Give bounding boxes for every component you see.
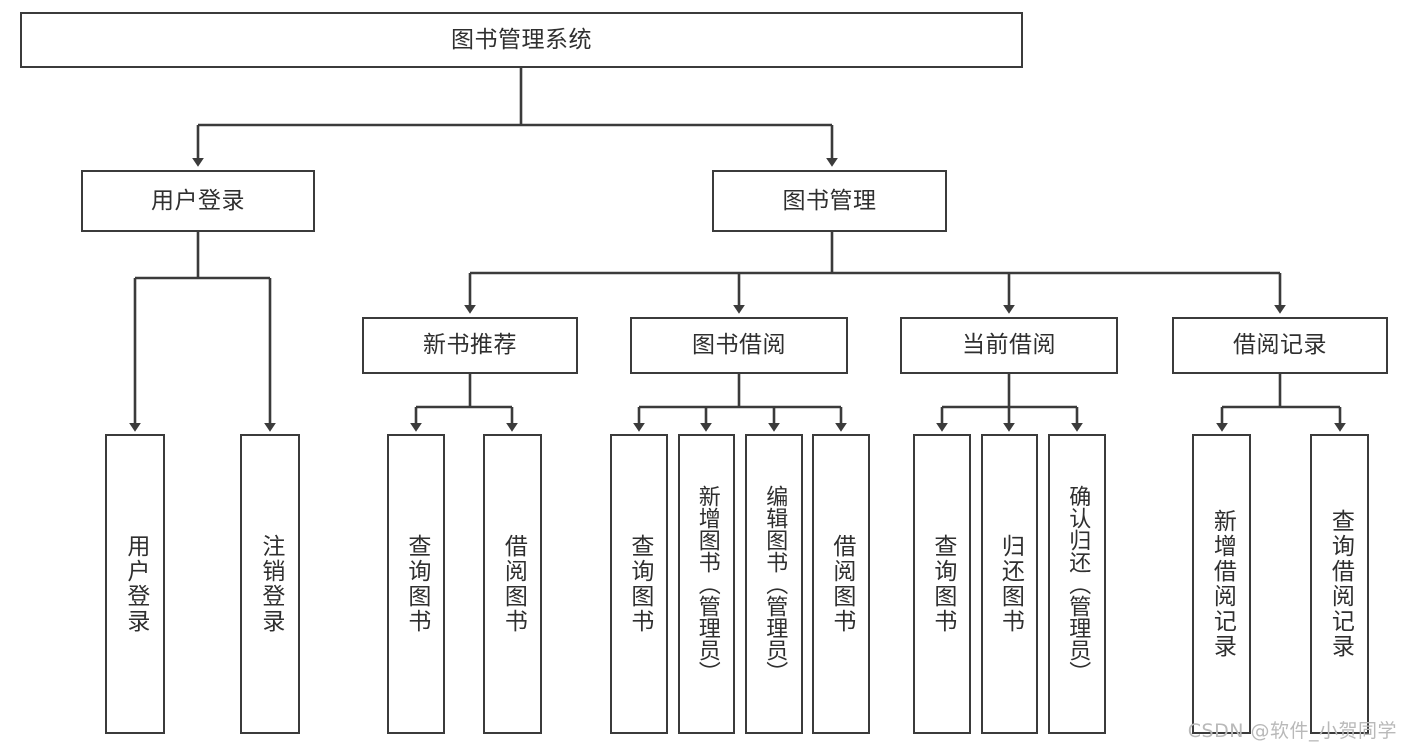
leaf-borrow-borrow-book[interactable]: 借阅图书 <box>812 434 870 734</box>
node-label: 查询借阅记录 <box>1327 509 1354 659</box>
node-current-borrow[interactable]: 当前借阅 <box>900 317 1118 374</box>
leaf-current-return-book[interactable]: 归还图书 <box>981 434 1038 734</box>
node-label: 图书管理系统 <box>451 26 592 53</box>
node-label: 图书借阅 <box>692 332 786 358</box>
node-book-borrow[interactable]: 图书借阅 <box>630 317 848 374</box>
node-label: 新增借阅记录 <box>1209 509 1236 659</box>
node-label: 用户登录 <box>151 187 245 214</box>
leaf-records-add-record[interactable]: 新增借阅记录 <box>1192 434 1251 734</box>
node-label: 借阅记录 <box>1233 332 1327 358</box>
node-label: 查询图书 <box>626 534 653 634</box>
leaf-borrow-add-book-admin[interactable]: 新增图书（管理员） <box>678 434 735 734</box>
leaf-recommend-borrow-book[interactable]: 借阅图书 <box>483 434 542 734</box>
node-root-system[interactable]: 图书管理系统 <box>20 12 1023 68</box>
node-label: 图书管理 <box>782 187 877 214</box>
leaf-user-login-login[interactable]: 用户登录 <box>105 434 165 734</box>
leaf-borrow-query-book[interactable]: 查询图书 <box>610 434 668 734</box>
leaf-current-query-book[interactable]: 查询图书 <box>913 434 971 734</box>
node-label: 确认归还（管理员） <box>1065 485 1091 683</box>
node-user-login[interactable]: 用户登录 <box>81 170 315 232</box>
node-borrow-records[interactable]: 借阅记录 <box>1172 317 1388 374</box>
leaf-borrow-edit-book-admin[interactable]: 编辑图书（管理员） <box>745 434 803 734</box>
node-label: 查询图书 <box>403 534 430 634</box>
node-label: 查询图书 <box>929 534 956 634</box>
leaf-recommend-query-book[interactable]: 查询图书 <box>387 434 445 734</box>
node-book-management[interactable]: 图书管理 <box>712 170 947 232</box>
leaf-current-confirm-return-admin[interactable]: 确认归还（管理员） <box>1048 434 1106 734</box>
watermark-text: CSDN @软件_小贺同学 <box>1187 720 1397 742</box>
node-label: 编辑图书（管理员） <box>762 485 788 683</box>
leaf-records-query-record[interactable]: 查询借阅记录 <box>1310 434 1369 734</box>
node-label: 新增图书（管理员） <box>694 485 720 683</box>
node-label: 新书推荐 <box>423 332 517 358</box>
node-new-book-recommend[interactable]: 新书推荐 <box>362 317 578 374</box>
node-label: 注销登录 <box>257 534 284 634</box>
node-label: 当前借阅 <box>962 332 1056 358</box>
leaf-user-login-logout[interactable]: 注销登录 <box>240 434 300 734</box>
node-label: 借阅图书 <box>828 534 855 634</box>
node-label: 借阅图书 <box>500 534 527 634</box>
node-label: 用户登录 <box>122 534 149 634</box>
node-label: 归还图书 <box>997 534 1024 634</box>
